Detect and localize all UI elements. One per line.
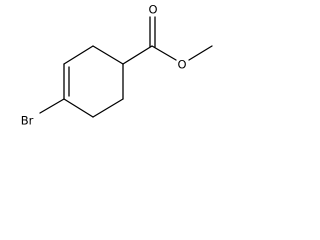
bond-ring-to-bromine	[39, 98, 65, 114]
atom-label-ester-oxygen: O	[177, 58, 186, 72]
bond-ring-to-carbonyl-carbon	[122, 45, 153, 65]
bond-ring-c2-c3	[63, 45, 94, 65]
bond-ring-c4-c5	[63, 98, 94, 118]
atom-label-carbonyl-oxygen: O	[148, 3, 157, 17]
bond-carbonyl-to-ester-oxygen	[151, 45, 177, 61]
bond-ester-oxygen-to-methyl	[188, 45, 213, 61]
atom-label-bromine: Br	[21, 114, 34, 128]
bond-ring-c1-c2	[92, 45, 124, 65]
bond-ring-c5-c6	[92, 98, 124, 118]
molecule-structure: O O Br	[21, 3, 213, 128]
